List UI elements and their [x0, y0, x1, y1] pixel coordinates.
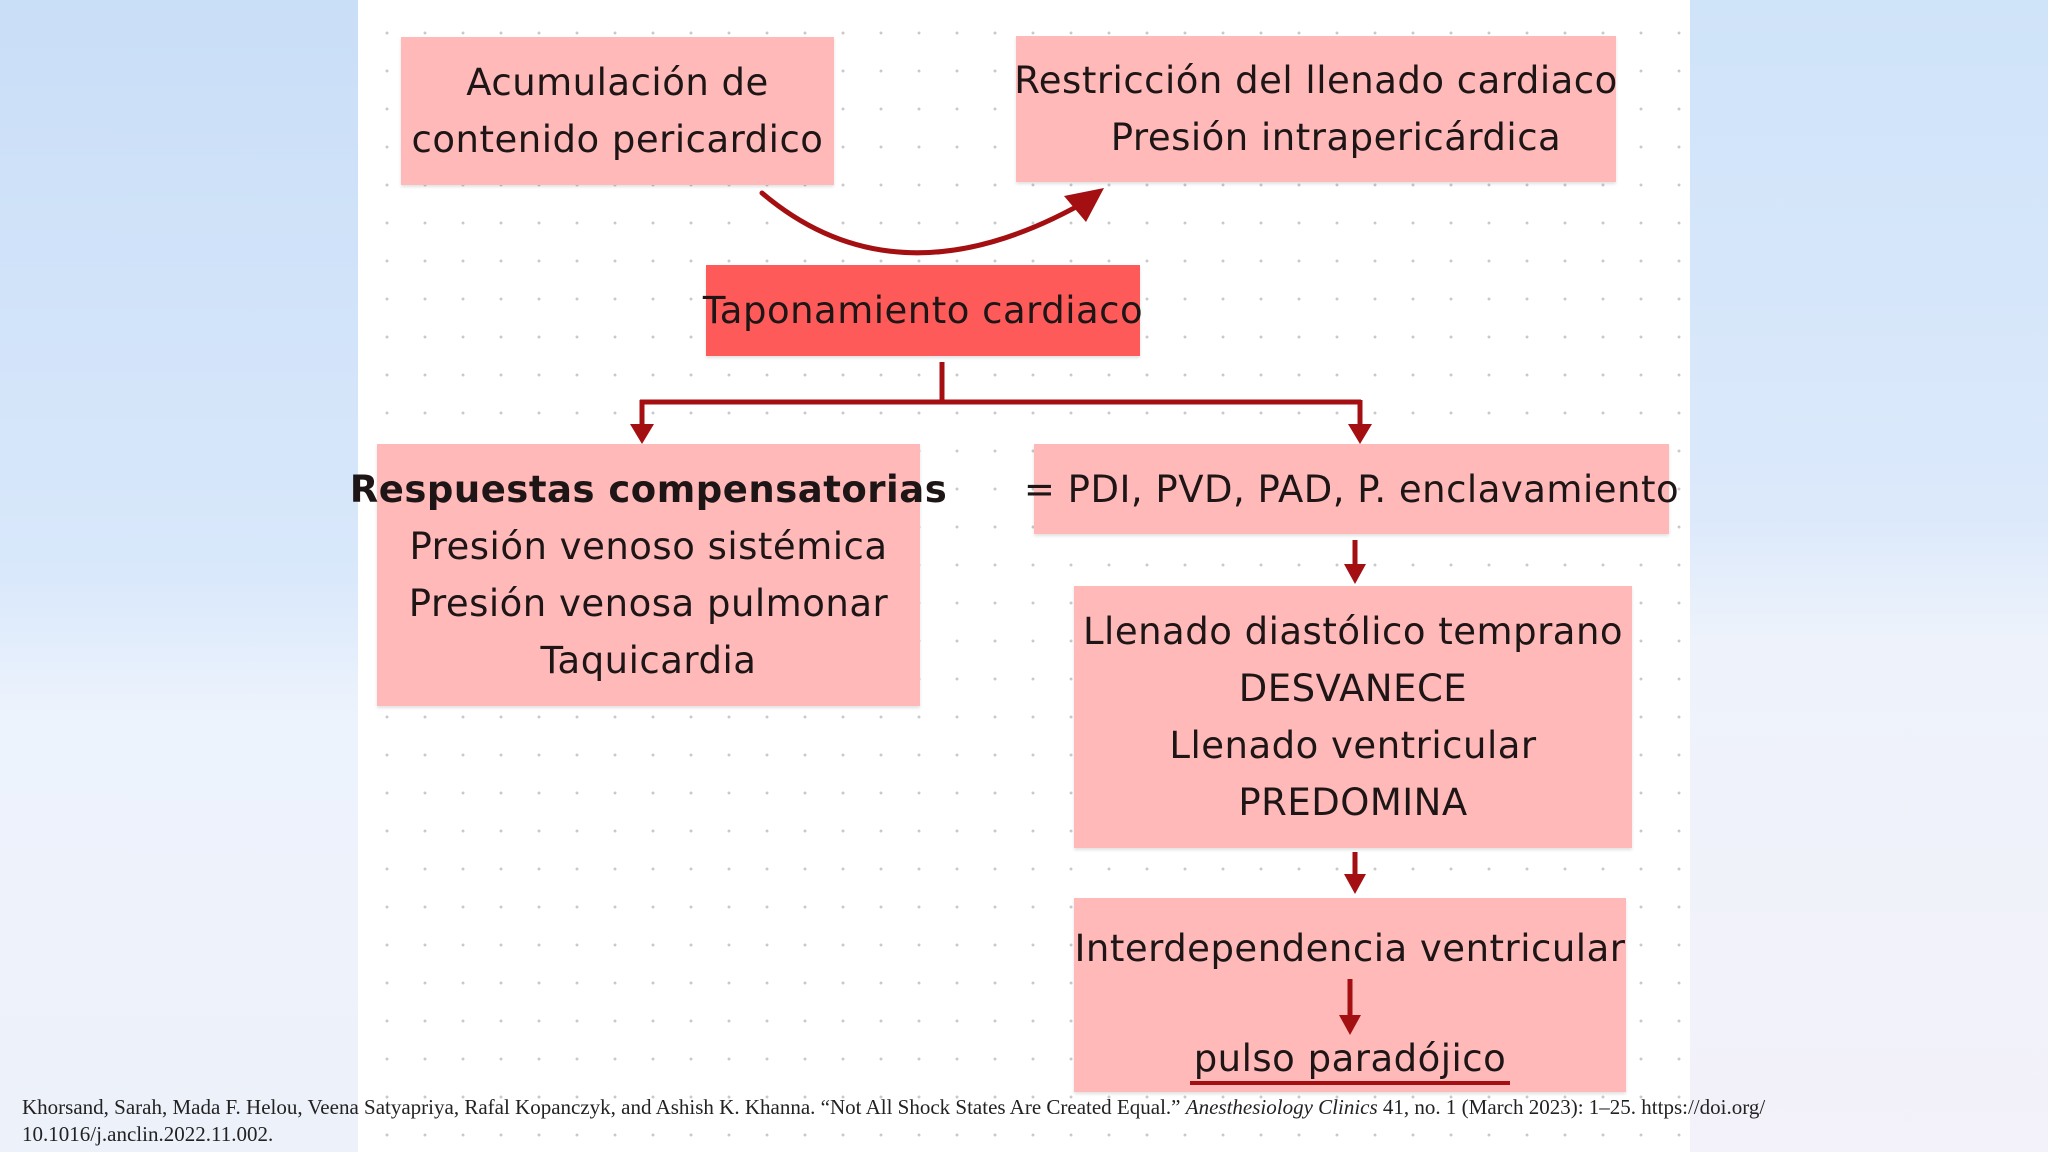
citation: Khorsand, Sarah, Mada F. Helou, Veena Sa…	[22, 1094, 2022, 1148]
pulso-paradojico-label: pulso paradójico	[1189, 1037, 1511, 1085]
acumulacion-line-2: contenido pericardico	[411, 118, 824, 161]
citation-doi: 10.1016/j.anclin.2022.11.002.	[22, 1122, 274, 1146]
restriccion-line-1: Restricción del llenado cardiaco	[1014, 59, 1618, 102]
box-respuestas: Respuestas compensatorias Presión venoso…	[350, 444, 947, 706]
box-acumulacion: Acumulación de contenido pericardico	[401, 37, 834, 185]
respuestas-line-1: Presión venoso sistémica	[409, 525, 888, 568]
box-presiones: = PDI, PVD, PAD, P. enclavamiento	[1024, 444, 1679, 534]
box-restriccion: Restricción del llenado cardiaco Presión…	[1014, 36, 1618, 182]
llenado-line-3: Llenado ventricular	[1169, 724, 1537, 767]
background-right	[1690, 0, 2048, 1152]
respuestas-line-3: Taquicardia	[540, 639, 757, 682]
llenado-line-4: PREDOMINA	[1238, 781, 1468, 824]
acumulacion-line-1: Acumulación de	[466, 61, 769, 104]
respuestas-title: Respuestas compensatorias	[349, 468, 948, 511]
llenado-line-1: Llenado diastólico temprano	[1082, 610, 1624, 653]
interdependencia-line-1: Interdependencia ventricular	[1074, 927, 1626, 970]
presiones-label: = PDI, PVD, PAD, P. enclavamiento	[1023, 467, 1680, 511]
box-taponamiento: Taponamiento cardiaco	[702, 265, 1144, 356]
down-arrow-icon	[1335, 977, 1365, 1037]
taponamiento-label: Taponamiento cardiaco	[702, 289, 1144, 332]
llenado-line-2: DESVANECE	[1238, 667, 1468, 710]
box-llenado: Llenado diastólico temprano DESVANECE Ll…	[1074, 586, 1632, 848]
background-left	[0, 0, 358, 1152]
citation-authors-title: Khorsand, Sarah, Mada F. Helou, Veena Sa…	[22, 1095, 1186, 1119]
citation-journal: Anesthesiology Clinics	[1185, 1095, 1378, 1119]
restriccion-line-2: Presión intrapericárdica	[1110, 116, 1562, 159]
box-interdependencia: Interdependencia ventricular pulso parad…	[1074, 898, 1626, 1092]
citation-details: 41, no. 1 (March 2023): 1–25. https://do…	[1377, 1095, 1766, 1119]
respuestas-line-2: Presión venosa pulmonar	[408, 582, 889, 625]
